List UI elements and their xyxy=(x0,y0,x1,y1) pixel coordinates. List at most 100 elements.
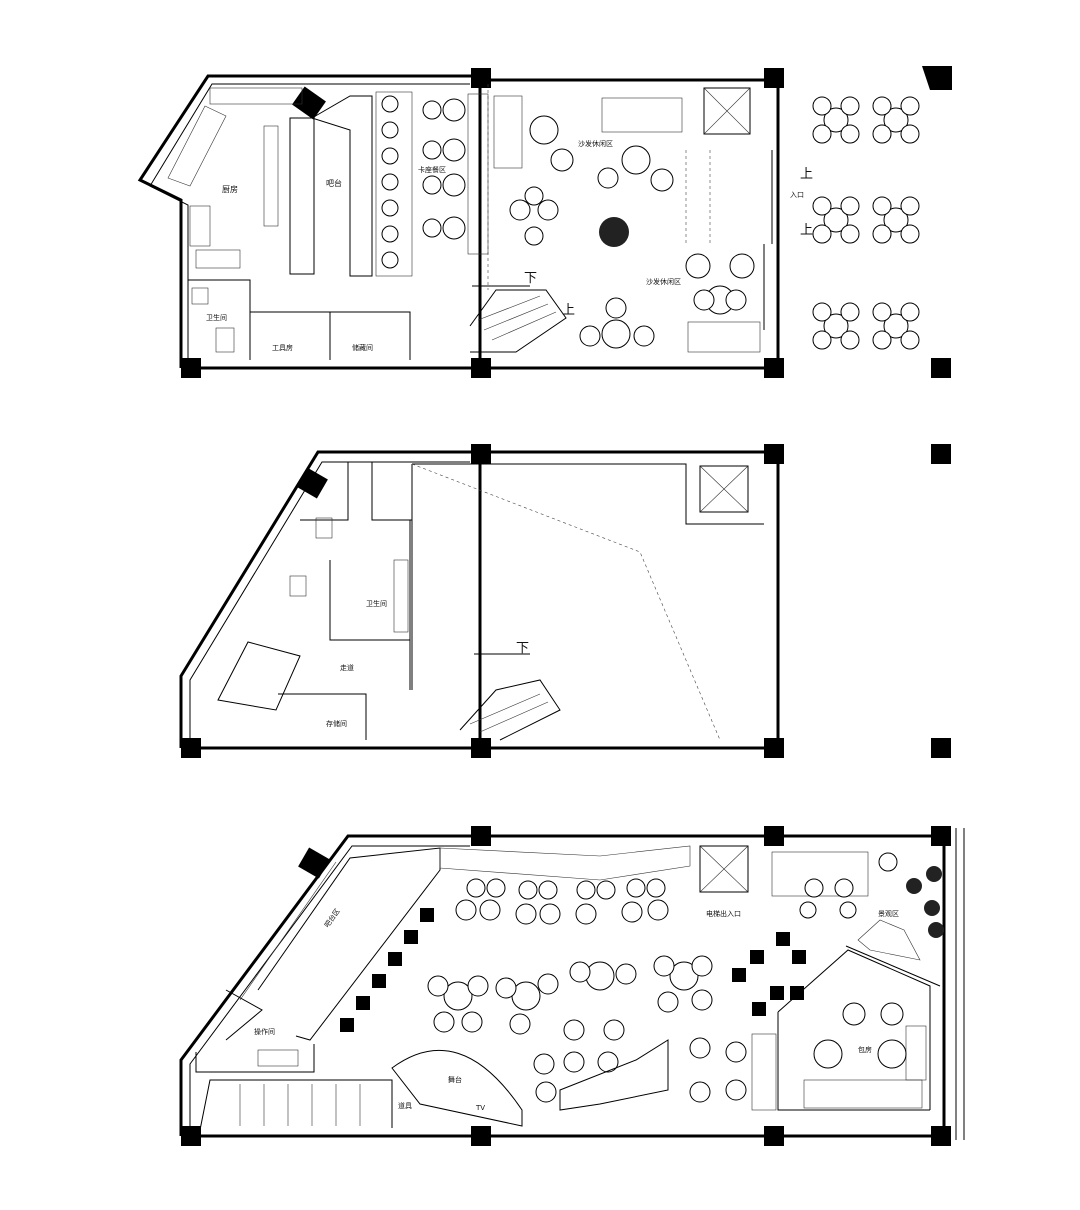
label-stage-side: 道具 xyxy=(398,1101,412,1110)
label-stage: 舞台 xyxy=(448,1075,462,1084)
toilet-stall-1 xyxy=(315,517,333,539)
floor3-stage xyxy=(391,1049,523,1127)
kitchen-counter-diag xyxy=(167,105,227,187)
floor1-column-corner xyxy=(922,66,952,90)
label-sofa-area-bottom: 沙发休闲区 xyxy=(646,277,681,286)
label-up-1: 上 xyxy=(800,167,813,182)
private-room-walls xyxy=(777,949,931,1111)
label-down-2: 下 xyxy=(516,641,529,656)
label-up-2: 上 xyxy=(800,223,813,238)
floor3-banquette xyxy=(439,845,691,881)
bar-back-counter xyxy=(289,117,315,275)
entrance-wall xyxy=(763,150,773,330)
floor3-bar-back xyxy=(239,861,337,1001)
floor3-glass-wall xyxy=(955,828,965,1140)
booth-bench-left xyxy=(375,91,413,277)
floor3-stair-treads xyxy=(239,1084,361,1126)
label-kitchen: 厨房 xyxy=(222,184,238,194)
private-room-tables xyxy=(813,1002,907,1069)
floor-2-plan: 卫生间 走道 存储间 下 xyxy=(179,444,951,758)
floor3-lounge-sofa xyxy=(559,1039,669,1111)
floor2-stair-right xyxy=(459,679,561,741)
floor2-storage-wall xyxy=(278,693,367,740)
label-storage-2: 存储间 xyxy=(326,719,347,728)
floor3-right-tables xyxy=(799,852,898,919)
floor2-columns xyxy=(181,444,951,758)
label-up-3: 上 xyxy=(562,303,575,318)
bar-counter xyxy=(310,95,373,277)
floor3-elevator xyxy=(699,845,749,893)
label-down-1: 下 xyxy=(524,271,537,286)
label-tv: TV xyxy=(475,1104,485,1112)
operation-room-walls xyxy=(195,989,315,1073)
kitchen-island xyxy=(263,125,279,227)
kitchen-shelf xyxy=(195,249,241,269)
floor3-elevator-cross xyxy=(699,845,749,893)
floor-3-plan: 吧台区 操作间 舞台 道具 电梯出入口 景观区 包房 TV xyxy=(179,826,965,1146)
floor3-right-banquette xyxy=(771,851,869,897)
private-room-sofa-bottom xyxy=(803,1079,923,1109)
label-private-room: 包房 xyxy=(858,1045,872,1054)
label-toilet-2: 卫生间 xyxy=(366,599,387,608)
floor2-void-edge xyxy=(411,463,764,690)
outdoor-seating xyxy=(812,96,920,350)
lounge-tables xyxy=(509,115,755,349)
floor2-elevator-cross xyxy=(699,465,749,513)
floor1-stair xyxy=(469,289,567,353)
floor2-void-diag xyxy=(411,463,721,741)
floor2-stair-left xyxy=(217,641,301,711)
label-storage-1: 储藏间 xyxy=(352,343,373,352)
booth-bench-right xyxy=(467,93,489,255)
kitchen-sink xyxy=(189,205,211,247)
floor2-stair-treads xyxy=(469,693,549,733)
floor3-side-cabinet xyxy=(751,1033,777,1111)
floor1-outer-wall xyxy=(137,74,780,370)
floor3-square-chairs xyxy=(732,932,806,1016)
lounge-sofa-left xyxy=(493,95,523,169)
floor1-service-rooms xyxy=(188,279,411,360)
view-area-plants xyxy=(906,866,944,938)
floor3-stair xyxy=(199,1079,393,1131)
toilet-vanity xyxy=(393,559,409,633)
floor-1-plan: 厨房 吧台 卡座餐区 沙发休闲区 沙发休闲区 卫生间 工具房 储藏间 入口 上 … xyxy=(137,66,952,378)
label-elevator-exit: 电梯出入口 xyxy=(706,909,741,918)
toilet-bowl xyxy=(215,327,235,353)
private-room-divider xyxy=(845,945,941,987)
kitchen-counter-top xyxy=(209,87,303,105)
floor2-angled-column xyxy=(296,467,328,499)
bar-stools xyxy=(340,908,434,1032)
lounge-plant-icon xyxy=(599,217,629,247)
view-area-seating xyxy=(857,919,921,961)
label-bar: 吧台 xyxy=(326,178,342,188)
floor2-elevator xyxy=(699,465,749,513)
floor2-inner-wall xyxy=(189,461,470,740)
label-view-area: 景观区 xyxy=(878,910,899,918)
floor1-columns xyxy=(181,68,951,378)
floor1-elevator xyxy=(703,87,751,135)
stair-treads xyxy=(477,295,557,341)
floor3-angled-column xyxy=(298,847,330,879)
lounge-sofa-top xyxy=(601,97,683,133)
elevator-cross xyxy=(703,87,751,135)
lounge-sofa-bottom xyxy=(687,321,761,353)
operation-room-counter xyxy=(257,1049,299,1067)
booth-stools xyxy=(381,95,399,269)
booth-tables xyxy=(422,98,466,240)
private-room-sofa-right xyxy=(905,1025,927,1081)
label-booth-area: 卡座餐区 xyxy=(418,165,446,174)
label-entrance: 入口 xyxy=(790,191,804,199)
label-tool-room: 工具房 xyxy=(272,343,293,352)
floor1-inner-wall xyxy=(149,83,470,360)
label-toilet-1: 卫生间 xyxy=(206,313,227,322)
label-operation-room: 操作间 xyxy=(254,1027,275,1036)
floor2-outer-wall xyxy=(179,450,780,750)
floor1-angled-column xyxy=(292,86,326,120)
floor3-outer-wall xyxy=(179,834,946,1138)
floor3-columns xyxy=(181,826,951,1146)
entrance-door-swing xyxy=(685,150,711,244)
toilet-stall-2 xyxy=(289,575,307,597)
label-sofa-area-top: 沙发休闲区 xyxy=(578,139,613,148)
floor2-toilet-walls xyxy=(300,462,412,690)
label-bar-area: 吧台区 xyxy=(322,907,341,929)
